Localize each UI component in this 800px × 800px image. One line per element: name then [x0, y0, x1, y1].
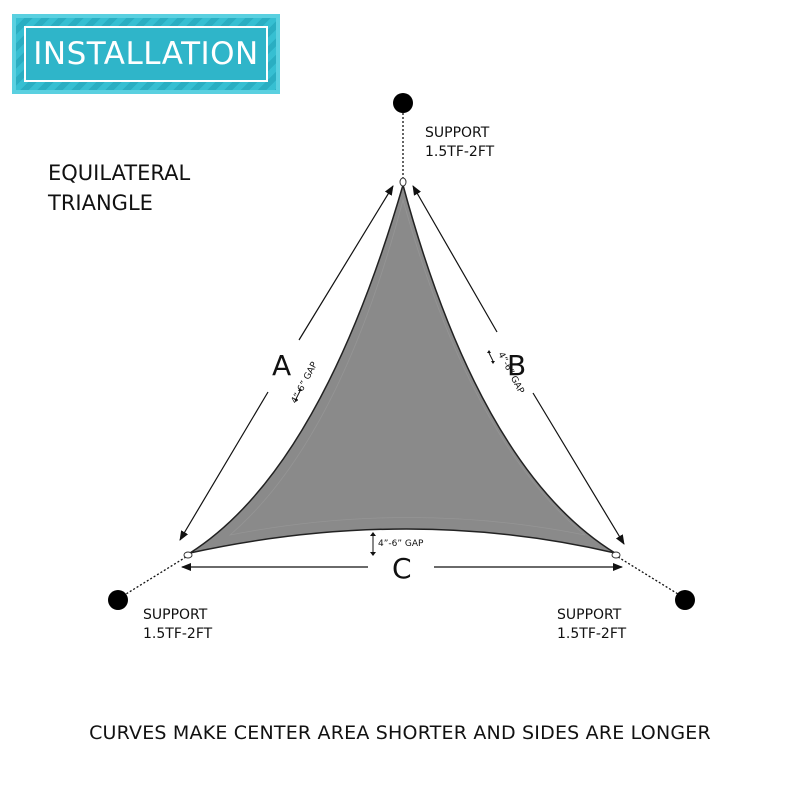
support-left-line1: SUPPORT	[143, 607, 208, 623]
support-label-left: SUPPORT 1.5TF-2FT	[143, 606, 212, 644]
gap-label-c: 4”-6” GAP	[378, 539, 424, 549]
support-label-right: SUPPORT 1.5TF-2FT	[557, 606, 626, 644]
support-pole-right	[675, 590, 695, 610]
d-ring-right	[611, 551, 621, 559]
footer-note: CURVES MAKE CENTER AREA SHORTER AND SIDE…	[89, 722, 711, 744]
support-pole-top	[393, 93, 413, 113]
side-a-arrow-lower	[179, 391, 269, 541]
shape-label: EQUILATERAL TRIANGLE	[48, 158, 190, 218]
support-top-line2: 1.5TF-2FT	[425, 144, 495, 160]
gap-indicator-c: 4”-6” GAP	[370, 532, 424, 556]
side-c-label: C	[392, 552, 412, 585]
support-top-line1: SUPPORT	[425, 125, 490, 141]
banner-inner: INSTALLATION	[24, 26, 268, 82]
side-b-arrow-lower	[532, 392, 625, 545]
shape-label-line1: EQUILATERAL	[48, 161, 191, 185]
installation-banner: INSTALLATION	[12, 14, 280, 94]
support-right-line1: SUPPORT	[557, 607, 622, 623]
side-b-label: B	[507, 349, 526, 382]
shade-sail-highlight	[228, 198, 586, 536]
shade-sail	[189, 182, 616, 554]
support-left-line2: 1.5TF-2FT	[143, 626, 213, 642]
d-ring-top	[399, 177, 407, 187]
shape-label-line2: TRIANGLE	[48, 191, 153, 215]
tension-line-right	[617, 556, 679, 595]
gap-indicator-a: 4”-6” GAP	[290, 360, 320, 405]
tension-line-left	[125, 556, 187, 595]
side-a-arrow-upper	[298, 185, 394, 341]
support-label-top: SUPPORT 1.5TF-2FT	[425, 124, 494, 162]
banner-title: INSTALLATION	[33, 36, 259, 72]
d-ring-left	[183, 551, 193, 559]
gap-label-a: 4”-6” GAP	[290, 360, 320, 405]
side-b-arrow-upper	[412, 185, 498, 333]
side-a-label: A	[272, 349, 291, 382]
support-right-line2: 1.5TF-2FT	[557, 626, 627, 642]
support-pole-left	[108, 590, 128, 610]
